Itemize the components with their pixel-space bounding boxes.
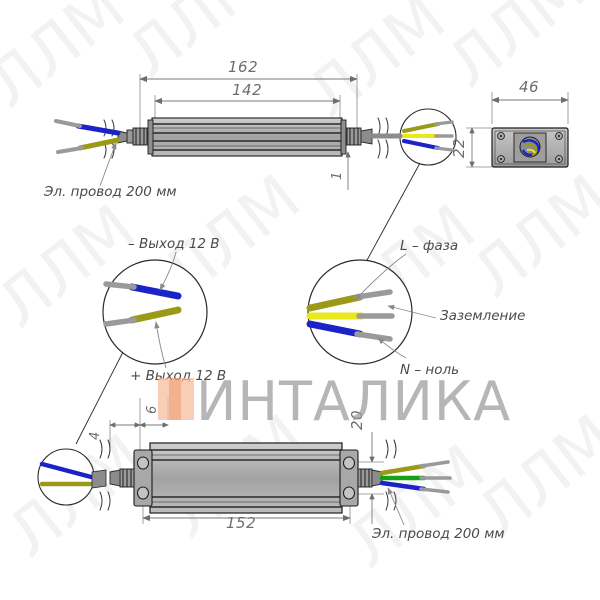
bottom-mount-bracket-right <box>339 449 359 507</box>
detail-circle-bottom-left <box>37 448 107 506</box>
brand-watermark-text: ИНТАЛИКА <box>196 370 511 433</box>
leader-earth <box>387 304 437 319</box>
svg-text:ЛЛМ: ЛЛМ <box>0 0 139 123</box>
bottom-view-housing <box>149 442 343 514</box>
label-neutral: N – ноль <box>400 362 459 378</box>
dim-46-label: 46 <box>519 78 539 96</box>
leader-line-phase <box>354 253 407 301</box>
dim-152-label: 152 <box>226 514 256 532</box>
svg-text:ЛЛМ: ЛЛМ <box>434 0 599 103</box>
svg-text:ЛЛМ: ЛЛМ <box>294 0 459 133</box>
detail-circle-top-right <box>369 108 457 166</box>
label-cable-top-left: Эл. провод 200 мм <box>43 184 177 200</box>
detail-connector-right <box>365 162 421 263</box>
top-left-gland <box>117 127 148 146</box>
end-view-dimension-46: 46 <box>491 78 569 124</box>
brand-watermark: ИНТАЛИКА <box>158 370 511 433</box>
dim-6-label: 6 <box>145 405 160 414</box>
label-out-minus: – Выход 12 В <box>128 236 220 252</box>
dim-1-label: 1 <box>330 171 345 180</box>
leader-cable-top-left <box>99 142 117 187</box>
dim-22-label: 22 <box>450 138 468 158</box>
bottom-right-gland <box>357 468 383 488</box>
label-line-phase: L – фаза <box>400 238 458 254</box>
top-right-gland <box>346 127 373 146</box>
label-out-plus: + Выход 12 В <box>130 368 226 384</box>
detail-connector-left <box>75 351 124 445</box>
detail-circle-right <box>306 259 413 365</box>
bottom-right-wires <box>379 460 452 494</box>
label-cable-bottom-right: Эл. провод 200 мм <box>371 526 505 542</box>
svg-text:ЛЛМ: ЛЛМ <box>459 161 600 313</box>
top-left-output-wires <box>54 119 121 154</box>
top-dimension-1: 1 <box>330 151 351 190</box>
leader-cable-bottom-right <box>387 487 405 526</box>
label-earth: Заземление <box>440 308 525 324</box>
detail-circle-left <box>102 259 208 365</box>
end-view-dimension-22: 22 <box>450 127 492 168</box>
bottom-mount-bracket-left <box>133 449 153 507</box>
bottom-dimension-20: 20 <box>348 410 384 524</box>
leader-neutral <box>377 337 407 359</box>
bottom-left-gland <box>109 468 135 488</box>
dim-142-label: 142 <box>232 81 262 99</box>
top-view-housing <box>147 117 347 157</box>
end-view-plate <box>491 127 569 168</box>
leader-out-minus <box>159 251 177 291</box>
leader-out-plus <box>154 321 167 369</box>
dim-162-label: 162 <box>228 58 258 76</box>
bottom-break-lines <box>99 439 397 511</box>
dim-20-label: 20 <box>348 410 366 430</box>
dim-4-label: 4 <box>88 431 103 440</box>
